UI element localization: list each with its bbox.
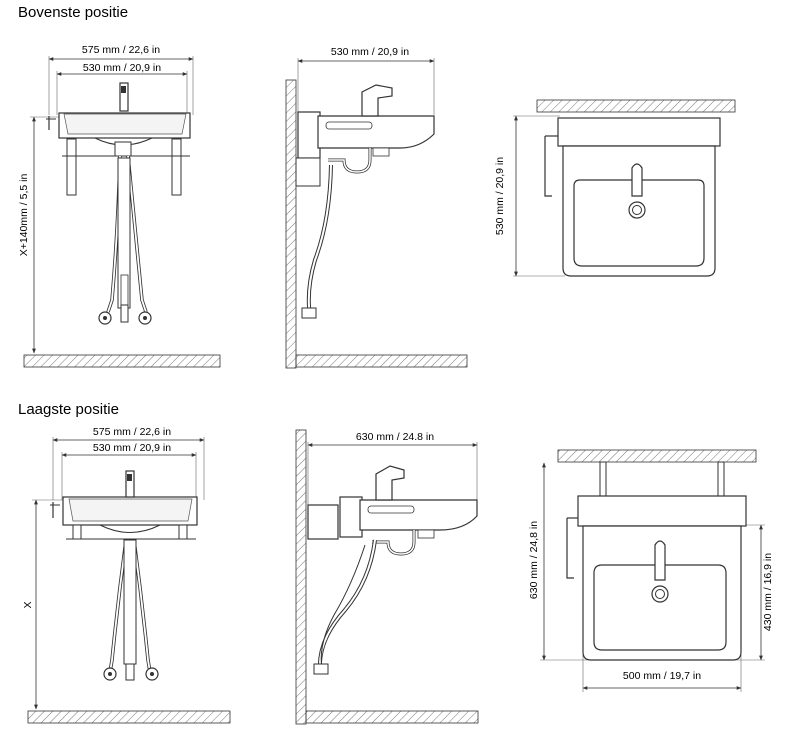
dim-top-front-outer: 575 mm / 22,6 in bbox=[82, 44, 160, 56]
dim-bottom-front-outer: 575 mm / 22,6 in bbox=[93, 426, 171, 438]
dim-bottom-plan-width: 500 mm / 19,7 in bbox=[623, 670, 701, 682]
dim-bottom-plan-depth: 630 mm / 24,8 in bbox=[528, 521, 540, 599]
section-title-top: Bovenste positie bbox=[18, 4, 129, 21]
bottom-front-view: 575 mm / 22,6 in 530 mm / 20,9 in X bbox=[22, 426, 231, 724]
dim-bottom-front-height: X bbox=[22, 601, 34, 608]
dim-top-side-depth: 530 mm / 20,9 in bbox=[331, 46, 409, 58]
wall-hatch bbox=[557, 449, 757, 463]
dim-bottom-side-depth: 630 mm / 24.8 in bbox=[356, 431, 434, 443]
top-side-view: 530 mm / 20,9 in bbox=[285, 46, 468, 369]
wall-hatch bbox=[295, 429, 307, 725]
bottom-plan-view: 630 mm / 24,8 in 430 mm / 16,9 in 500 mm… bbox=[528, 449, 774, 692]
dim-top-front-inner: 530 mm / 20,9 in bbox=[83, 62, 161, 74]
floor-hatch bbox=[27, 710, 231, 724]
wall-hatch bbox=[536, 99, 736, 113]
floor-hatch bbox=[295, 354, 468, 368]
top-plan-view: 530 mm / 20,9 in bbox=[494, 99, 736, 277]
floor-hatch bbox=[23, 354, 221, 368]
dim-top-front-height: X+140mm / 5,5 in bbox=[18, 174, 30, 257]
dim-bottom-front-inner: 530 mm / 20,9 in bbox=[93, 442, 171, 454]
floor-hatch bbox=[305, 710, 479, 724]
section-title-bottom: Laagste positie bbox=[18, 401, 119, 418]
bottom-side-view: 630 mm / 24.8 in bbox=[295, 429, 479, 725]
dim-bottom-plan-bowl-depth: 430 mm / 16,9 in bbox=[762, 553, 774, 631]
wall-hatch bbox=[285, 79, 297, 369]
top-front-view: 575 mm / 22,6 in 530 mm / 20,9 in X+140m… bbox=[18, 44, 221, 368]
dim-top-plan-depth: 530 mm / 20,9 in bbox=[494, 157, 506, 235]
